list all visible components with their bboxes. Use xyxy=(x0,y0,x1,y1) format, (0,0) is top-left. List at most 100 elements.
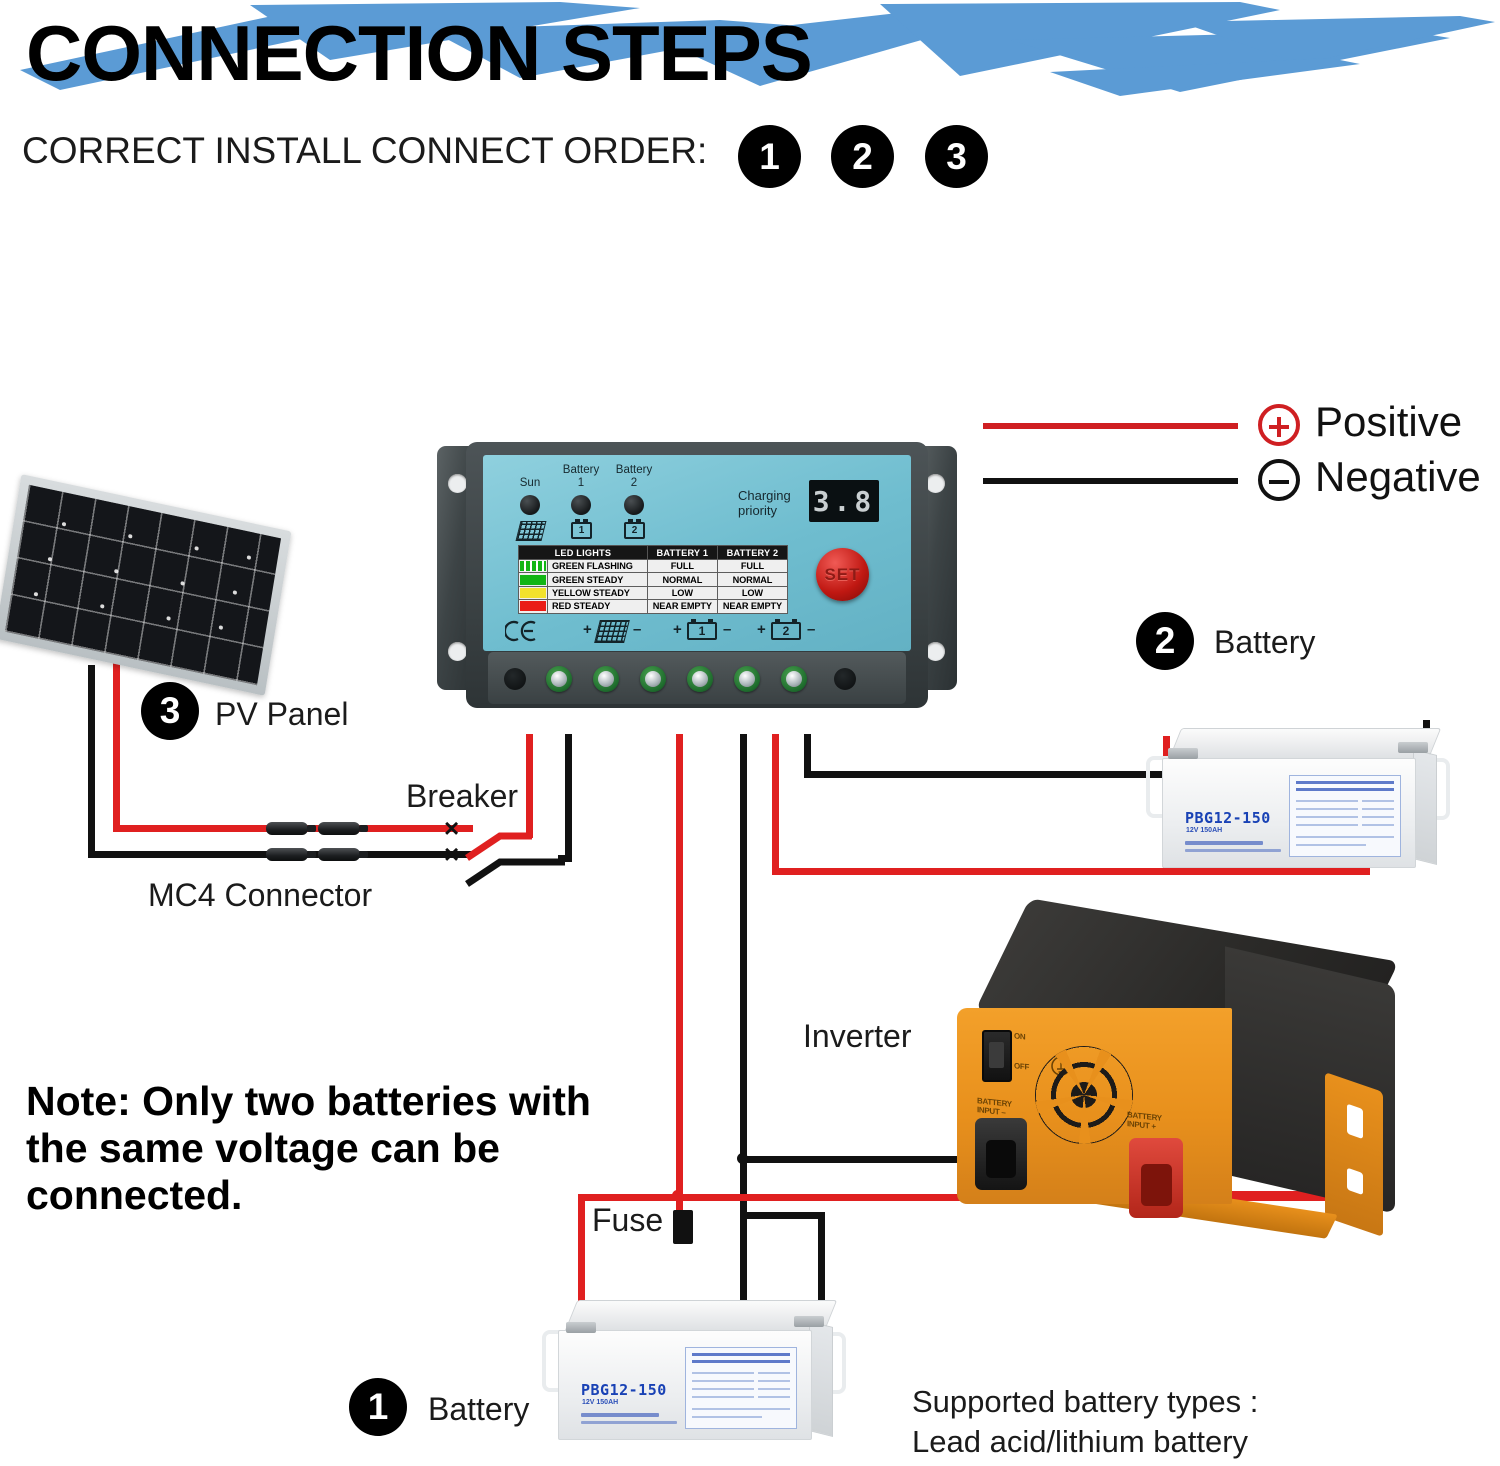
battery-spec-panel xyxy=(685,1347,797,1429)
terminal-pv-positive[interactable] xyxy=(546,666,572,692)
junction-dot-inverter-negative xyxy=(737,1153,748,1164)
battery2-state: NEAR EMPTY xyxy=(716,599,789,614)
battery-positive-post xyxy=(1168,748,1198,759)
wire-terminal6-battery2-negative-horizontal xyxy=(804,771,1430,778)
legend-positive-line xyxy=(983,423,1238,429)
pv-panel-step-badge: 3 xyxy=(141,682,199,740)
charging-priority-display: 3.8 xyxy=(809,480,879,522)
power-switch-rocker[interactable] xyxy=(982,1030,1012,1082)
pv-plus-mark: + xyxy=(583,621,592,638)
battery2-state: FULL xyxy=(716,558,789,574)
led-state-label: GREEN STEADY xyxy=(547,572,648,587)
battery-brand-mark xyxy=(581,1413,659,1417)
battery-negative-post xyxy=(794,1316,824,1327)
battery-front-face: PBG12-150 12V 150AH xyxy=(558,1330,812,1440)
mc4-connector-negative-male xyxy=(266,848,316,861)
breaker-mark-positive: × xyxy=(444,813,460,843)
mc4-connector-label: MC4 Connector xyxy=(148,877,373,913)
swatch-yellow-steady xyxy=(518,585,548,601)
battery1-icon: 1 xyxy=(571,519,592,539)
set-button[interactable]: SET xyxy=(816,548,869,601)
battery-negative-post xyxy=(1398,742,1428,753)
terminal-strip xyxy=(488,652,906,704)
sun-led-indicator xyxy=(520,495,540,515)
terminal-battery1-positive[interactable] xyxy=(640,666,666,692)
led-state-label: RED STEADY xyxy=(547,599,648,614)
wire-terminal3-battery1-positive xyxy=(676,734,683,1218)
battery2-step-badge: 2 xyxy=(1136,612,1194,670)
solar-panel-icon xyxy=(515,521,547,541)
battery1-label: Battery xyxy=(428,1391,530,1427)
swatch-green-flashing xyxy=(518,558,548,574)
wire-pv-positive-vertical xyxy=(113,660,120,825)
minus-circle-icon xyxy=(1258,459,1300,501)
pv-panel-graphic xyxy=(0,474,292,696)
mc4-connector-negative-female xyxy=(318,848,368,861)
order-badge-3: 3 xyxy=(925,125,988,188)
breaker-label: Breaker xyxy=(406,778,519,814)
wire-terminal6-battery2-negative-vertical xyxy=(804,734,811,778)
supported-line-2: Lead acid/lithium battery xyxy=(912,1424,1249,1459)
terminal-battery2-negative[interactable] xyxy=(781,666,807,692)
battery2-icon: 2 xyxy=(624,519,645,539)
fuse-label: Fuse xyxy=(592,1202,664,1238)
battery-sub-label: 12V 150AH xyxy=(582,1399,619,1406)
legend-negative-label: Negative xyxy=(1315,453,1481,500)
breaker-switch-symbol xyxy=(465,832,565,887)
inverter-positive-terminal xyxy=(1129,1138,1183,1218)
strip-hole-left-icon xyxy=(504,668,526,690)
battery-positive-post xyxy=(566,1322,596,1333)
header-swoosh-decoration xyxy=(20,2,1495,96)
led-state-label: YELLOW STEADY xyxy=(547,585,648,601)
cooling-fan-grille xyxy=(1035,1046,1133,1144)
install-order-label: CORRECT INSTALL CONNECT ORDER: xyxy=(22,130,708,171)
battery-model-label: PBG12-150 xyxy=(1185,809,1271,827)
power-switch-marking: OFF xyxy=(1014,1061,1030,1072)
wire-pv-negative-vertical xyxy=(88,665,95,858)
led-status-table: LED LIGHTS BATTERY 1 BATTERY 2 GREEN FLA… xyxy=(518,545,789,614)
page-title: CONNECTION STEPS xyxy=(26,9,813,97)
led-state-label: GREEN FLASHING xyxy=(547,558,648,574)
swatch-red-steady xyxy=(518,599,548,614)
terminal-pv-negative[interactable] xyxy=(593,666,619,692)
wire-battery1-negative-drop xyxy=(818,1212,825,1308)
junction-dot-fuse xyxy=(672,1190,683,1201)
battery-front-face: PBG12-150 12V 150AH xyxy=(1162,758,1416,868)
battery-model-label: PBG12-150 xyxy=(581,1381,667,1399)
solar-charge-controller[interactable]: Sun Battery 1 Battery 2 1 2 Charging pri… xyxy=(437,442,957,732)
legend-positive-label: Positive xyxy=(1315,398,1463,445)
battery-side-face xyxy=(1413,749,1437,865)
header-battery1: BATTERY 1 xyxy=(646,545,718,560)
terminal-battery1-negative[interactable] xyxy=(687,666,713,692)
controller-body: Sun Battery 1 Battery 2 1 2 Charging pri… xyxy=(466,442,928,708)
inverter-mount-bracket xyxy=(1325,1072,1383,1237)
wire-inverter-positive-lead xyxy=(1180,1191,1340,1198)
table-header-row: LED LIGHTS BATTERY 1 BATTERY 2 xyxy=(518,545,789,560)
battery1-led-label-num: 1 xyxy=(577,477,585,489)
strip-hole-right-icon xyxy=(834,668,856,690)
header-battery2: BATTERY 2 xyxy=(716,545,789,560)
battery2-led-label-num: 2 xyxy=(630,477,638,489)
table-row: RED STEADY NEAR EMPTY NEAR EMPTY xyxy=(518,599,789,614)
pv-minus-mark: – xyxy=(633,621,642,638)
battery2-minus-mark: – xyxy=(807,621,816,638)
terminal-battery2-positive[interactable] xyxy=(734,666,760,692)
order-badge-2: 2 xyxy=(831,125,894,188)
charging-priority-label: Charging priority xyxy=(738,488,791,518)
display-value: 3.8 xyxy=(812,484,876,518)
pv-panel-label: PV Panel xyxy=(215,696,349,732)
wire-terminal4-battery1-negative xyxy=(740,734,747,1334)
battery1-state: LOW xyxy=(646,585,718,601)
battery1-plus-mark: + xyxy=(673,621,682,638)
inverter-negative-terminal xyxy=(975,1118,1027,1190)
battery1-terminal-icon: 1 xyxy=(687,619,717,640)
battery-sub-label: 12V 150AH xyxy=(1186,827,1223,834)
mount-hole-icon xyxy=(926,474,945,493)
battery2-terminal-icon: 2 xyxy=(771,619,801,640)
battery-bottom-graphic: PBG12-150 12V 150AH xyxy=(542,1300,846,1460)
table-row: YELLOW STEADY LOW LOW xyxy=(518,585,789,601)
supported-line-1: Supported battery types : xyxy=(912,1384,1259,1419)
mount-hole-icon xyxy=(448,474,467,493)
